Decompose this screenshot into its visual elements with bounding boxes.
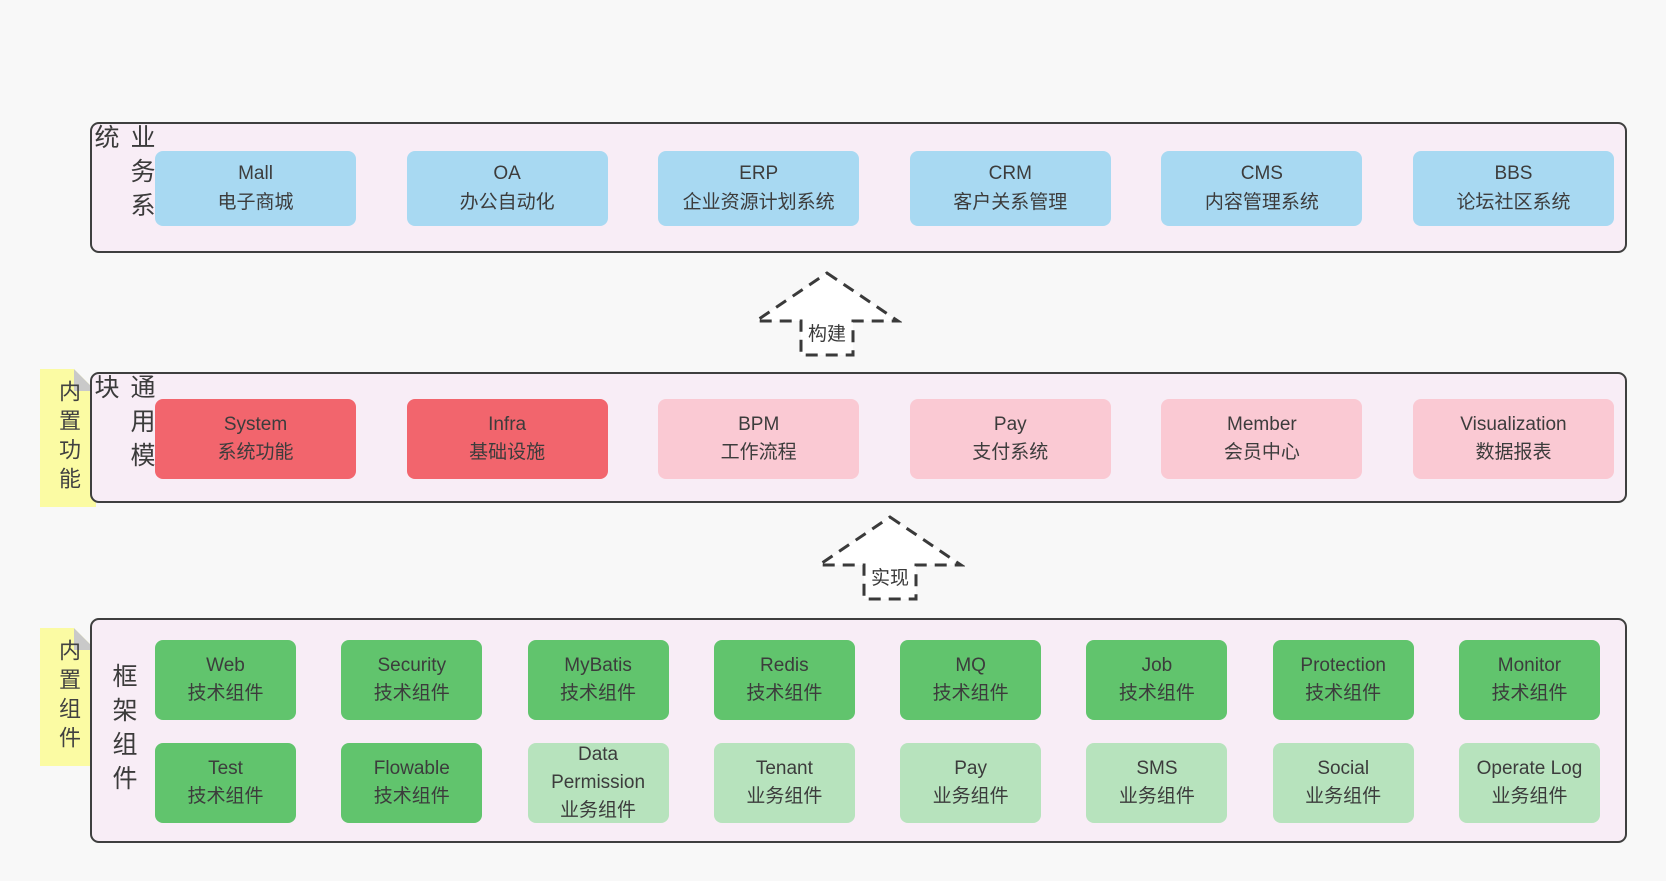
up-arrow-implement-icon: 实现 xyxy=(815,515,965,601)
band-label: 业务系统 xyxy=(91,124,155,226)
arrow-label-implement: 实现 xyxy=(871,567,909,589)
note-label: 内置功能 xyxy=(56,380,81,496)
arrow-label-build: 构建 xyxy=(808,323,846,345)
band-label: 框架组件 xyxy=(109,662,137,799)
band-label: 通用模块 xyxy=(91,374,155,476)
sticky-note-builtin-components: 内置组件 xyxy=(40,628,96,766)
up-arrow-build-icon: 构建 xyxy=(752,271,902,357)
note-label: 内置组件 xyxy=(56,639,81,755)
sticky-note-builtin-features: 内置功能 xyxy=(40,369,96,507)
